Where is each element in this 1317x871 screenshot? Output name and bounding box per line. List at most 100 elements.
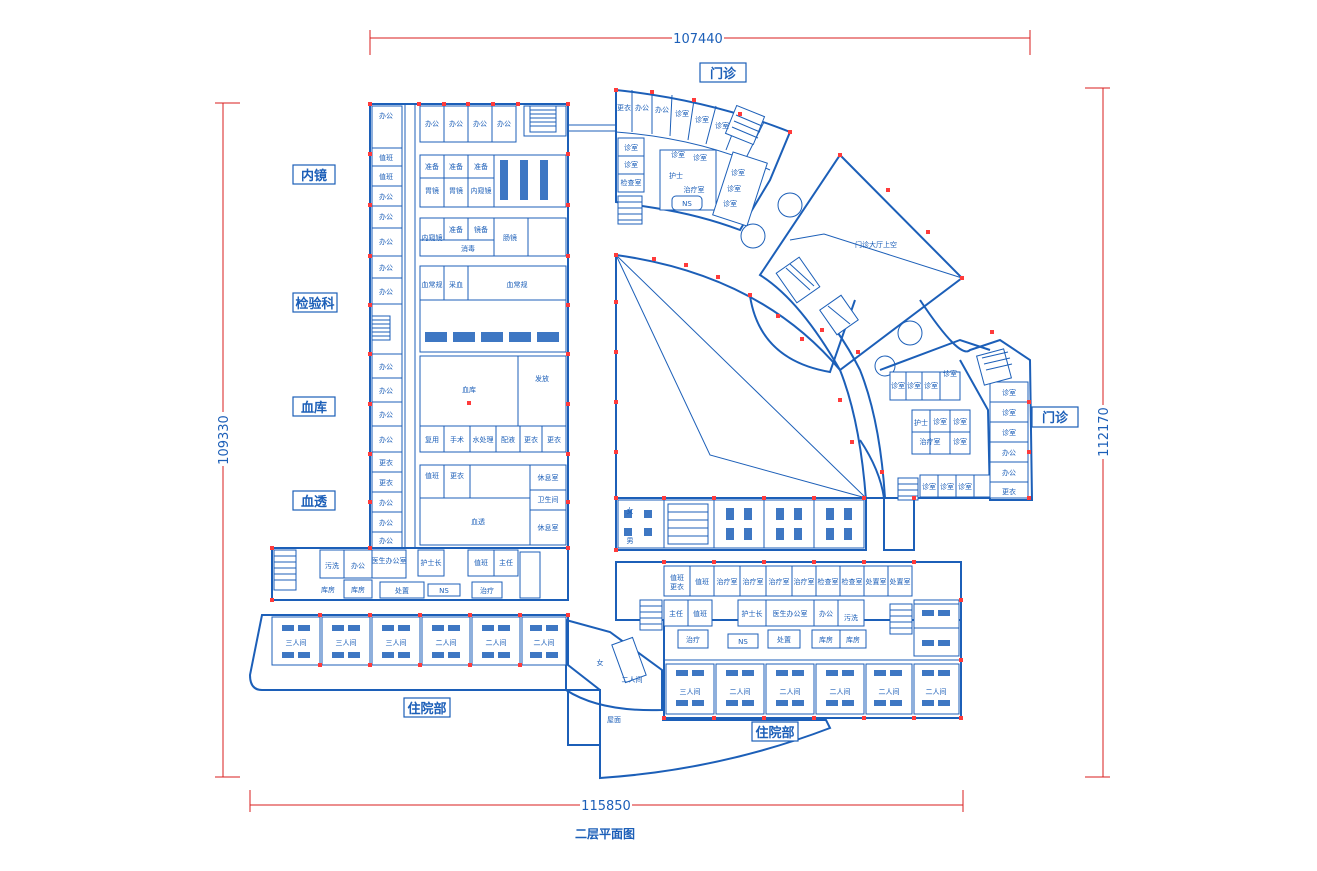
- svg-text:处置: 处置: [777, 635, 791, 644]
- svg-text:住院部: 住院部: [407, 701, 446, 717]
- svg-text:诊室: 诊室: [922, 482, 936, 491]
- zone-label-jianyanke: 检验科: [292, 292, 338, 313]
- svg-text:诊室: 诊室: [671, 150, 685, 159]
- svg-text:女: 女: [627, 506, 634, 515]
- svg-text:更衣: 更衣: [379, 458, 393, 467]
- svg-text:办公: 办公: [379, 237, 393, 246]
- svg-text:办公: 办公: [351, 561, 365, 570]
- svg-text:血库: 血库: [301, 400, 327, 416]
- svg-text:胃镜: 胃镜: [449, 186, 463, 195]
- west-stair: [371, 315, 391, 341]
- zone-label-menzhen-top: 门诊: [699, 62, 747, 83]
- svg-text:治疗: 治疗: [480, 586, 494, 595]
- dimension-right-text: 112170: [1097, 407, 1112, 457]
- svg-text:库房: 库房: [846, 635, 860, 644]
- svg-text:二人间: 二人间: [926, 688, 947, 696]
- svg-text:诊室: 诊室: [953, 437, 967, 446]
- svg-text:污洗: 污洗: [325, 561, 339, 570]
- svg-text:处置: 处置: [395, 586, 409, 595]
- svg-text:诊室: 诊室: [924, 381, 938, 390]
- dimension-bottom-text: 115850: [581, 799, 631, 814]
- svg-text:诊室: 诊室: [715, 121, 729, 130]
- svg-text:医生办公室: 医生办公室: [372, 556, 407, 565]
- svg-text:处置室: 处置室: [866, 577, 887, 586]
- dimension-top: 107440: [369, 30, 1031, 55]
- svg-text:屋面: 屋面: [607, 716, 621, 724]
- svg-text:治疗室: 治疗室: [920, 437, 941, 446]
- svg-text:更衣: 更衣: [617, 103, 631, 112]
- svg-text:值班: 值班: [425, 471, 439, 480]
- zone-label-xueku: 血库: [292, 396, 336, 417]
- svg-text:更衣: 更衣: [670, 582, 684, 591]
- svg-text:办公: 办公: [819, 609, 833, 618]
- svg-text:办公: 办公: [379, 362, 393, 371]
- svg-text:休息室: 休息室: [538, 473, 559, 482]
- zone-label-zhuyuan-right: 住院部: [751, 721, 799, 742]
- svg-text:准备: 准备: [425, 162, 439, 171]
- east-ward-rooms: 三人间 二人间 二人间 二人间 二人间 二人间: [665, 603, 960, 715]
- svg-text:诊室: 诊室: [723, 199, 737, 208]
- svg-text:NS: NS: [439, 587, 449, 595]
- svg-text:污洗: 污洗: [844, 613, 858, 622]
- svg-text:办公: 办公: [379, 498, 393, 507]
- svg-text:休息室: 休息室: [538, 523, 559, 532]
- svg-text:库房: 库房: [819, 635, 833, 644]
- svg-text:护士: 护士: [669, 171, 683, 180]
- svg-text:办公: 办公: [1002, 448, 1016, 457]
- zone-label-neijing: 内镜: [292, 164, 336, 185]
- column-nodes: [270, 88, 1031, 720]
- svg-text:护士: 护士: [914, 418, 928, 427]
- svg-text:二人间: 二人间: [780, 688, 801, 696]
- svg-text:办公: 办公: [379, 386, 393, 395]
- svg-text:诊室: 诊室: [940, 482, 954, 491]
- svg-text:诊室: 诊室: [675, 109, 689, 118]
- svg-text:办公: 办公: [379, 111, 393, 120]
- svg-text:男: 男: [627, 537, 634, 545]
- svg-text:办公: 办公: [655, 105, 669, 114]
- svg-text:诊室: 诊室: [695, 115, 709, 124]
- svg-text:办公: 办公: [1002, 468, 1016, 477]
- svg-text:血常规: 血常规: [507, 280, 528, 289]
- svg-text:准备: 准备: [474, 162, 488, 171]
- svg-text:主任: 主任: [669, 609, 683, 618]
- svg-text:血常规: 血常规: [422, 280, 443, 289]
- dimension-left: 109330: [214, 102, 240, 778]
- svg-text:诊室: 诊室: [953, 417, 967, 426]
- svg-text:办公: 办公: [449, 119, 463, 128]
- svg-text:血透: 血透: [471, 517, 485, 526]
- svg-text:处置室: 处置室: [890, 577, 911, 586]
- svg-text:护士长: 护士长: [742, 609, 763, 618]
- hall-void-label: 门诊大厅上空: [855, 240, 897, 249]
- svg-text:医生办公室: 医生办公室: [773, 609, 808, 618]
- svg-text:办公: 办公: [473, 119, 487, 128]
- svg-text:内窥镜: 内窥镜: [471, 186, 492, 195]
- svg-text:镜备: 镜备: [474, 225, 488, 234]
- zone-label-menzhen-right: 门诊: [1031, 406, 1079, 428]
- svg-text:诊室: 诊室: [943, 369, 957, 378]
- svg-text:血库: 血库: [462, 385, 476, 394]
- svg-text:诊室: 诊室: [1002, 408, 1016, 417]
- svg-text:采血: 采血: [449, 280, 463, 289]
- svg-text:诊室: 诊室: [624, 143, 638, 152]
- svg-text:护士长: 护士长: [421, 558, 442, 567]
- svg-text:诊室: 诊室: [907, 381, 921, 390]
- svg-text:治疗室: 治疗室: [717, 577, 738, 586]
- svg-text:诊室: 诊室: [693, 153, 707, 162]
- svg-text:治疗室: 治疗室: [684, 185, 705, 194]
- svg-text:二人间: 二人间: [534, 639, 555, 647]
- svg-text:二人间: 二人间: [622, 676, 643, 684]
- west-wing: 办公 值班 值班 办公 办公 办公 办公 办公 办公 办公 办公 办公 更衣 更…: [369, 103, 569, 549]
- svg-text:更衣: 更衣: [379, 478, 393, 487]
- svg-text:治疗: 治疗: [686, 635, 700, 644]
- svg-text:值班: 值班: [379, 172, 393, 181]
- svg-text:诊室: 诊室: [958, 482, 972, 491]
- drawing-title: 二层平面图: [575, 827, 635, 841]
- svg-text:NS: NS: [738, 638, 748, 646]
- svg-text:复用: 复用: [425, 435, 439, 444]
- svg-text:库房: 库房: [321, 585, 335, 594]
- svg-text:水处理: 水处理: [473, 435, 494, 444]
- svg-text:发放: 发放: [535, 374, 549, 383]
- svg-text:办公: 办公: [425, 119, 439, 128]
- svg-text:办公: 办公: [379, 410, 393, 419]
